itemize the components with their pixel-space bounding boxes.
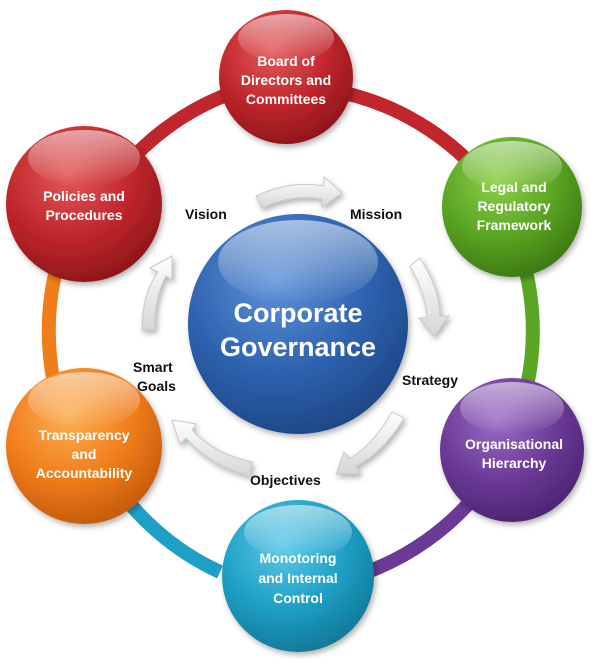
node-hierarchy-line1: Organisational (465, 436, 563, 452)
label-smart-goals-line2: Goals (137, 378, 176, 394)
node-control-line2: and Internal (258, 570, 337, 586)
label-vision: Vision (185, 206, 227, 222)
arrow-mission-strategy (409, 257, 450, 337)
label-smart-goals-line1: Smart (133, 359, 173, 375)
node-board-line1: Board of (257, 53, 315, 69)
node-transparency-line2: and (72, 446, 97, 462)
node-board-line3: Committees (246, 91, 326, 107)
node-legal-line2: Regulatory (477, 198, 550, 214)
label-mission: Mission (350, 206, 402, 222)
arrow-vision-mission (255, 175, 343, 209)
node-control-line3: Control (273, 590, 323, 606)
center-title-line2: Governance (220, 332, 376, 362)
node-legal (442, 137, 582, 277)
node-hierarchy-line2: Hierarchy (482, 455, 547, 471)
center-node (188, 214, 408, 434)
node-policies-line2: Procedures (45, 207, 122, 223)
node-legal-line3: Framework (477, 217, 552, 233)
node-transparency (6, 368, 162, 524)
node-hierarchy (440, 378, 584, 522)
arrow-objectives-goals (171, 419, 253, 477)
node-policies-line1: Policies and (43, 188, 125, 204)
node-control (222, 500, 374, 652)
arrow-strategy-objectives (335, 411, 405, 475)
arrow-goals-vision (141, 255, 173, 331)
node-legal-line1: Legal and (481, 179, 546, 195)
node-policies (6, 126, 162, 282)
center-title-line1: Corporate (233, 298, 362, 328)
node-control-line1: Monotoring (260, 550, 337, 566)
node-board-line2: Directors and (241, 72, 331, 88)
label-objectives: Objectives (250, 472, 321, 488)
inner-cycle-arrows (141, 175, 450, 477)
node-transparency-line1: Transparency (38, 427, 129, 443)
node-board (219, 10, 353, 144)
node-transparency-line3: Accountability (36, 465, 133, 481)
label-strategy: Strategy (402, 372, 458, 388)
